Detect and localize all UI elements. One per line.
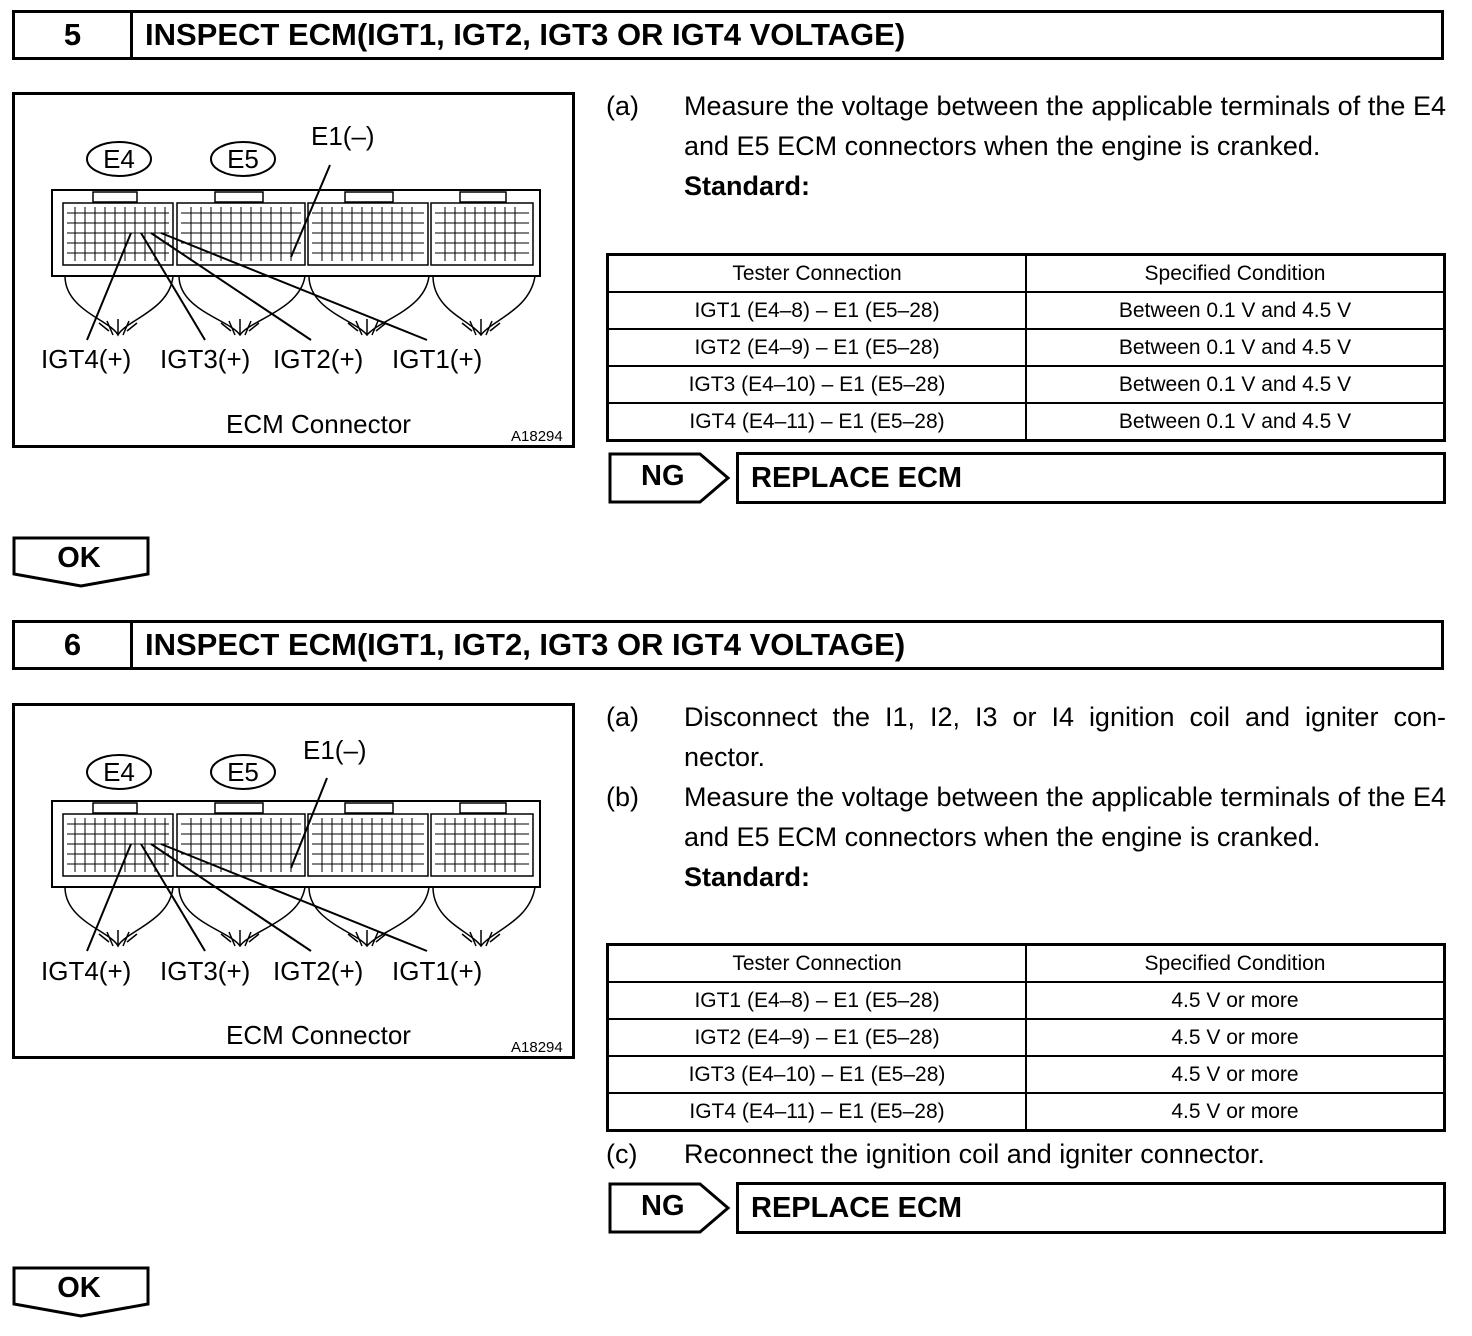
- ng-arrow-icon: [608, 1182, 731, 1234]
- table-header: Tester Connection: [606, 943, 1027, 983]
- ng-label: NG: [641, 460, 685, 492]
- standard-label: Standard:: [684, 171, 811, 201]
- step-5-header: 5 INSPECT ECM(IGT1, IGT2, IGT3 OR IGT4 V…: [12, 10, 1444, 60]
- spec-table: Tester Connection Specified Condition IG…: [606, 943, 1446, 1132]
- table-cell: 4.5 V or more: [1025, 981, 1446, 1020]
- figure-caption: ECM Connector: [226, 1020, 411, 1050]
- table-cell: IGT2 (E4–9) – E1 (E5–28): [606, 328, 1027, 367]
- standard-label: Standard:: [684, 862, 811, 892]
- table-cell: IGT2 (E4–9) – E1 (E5–28): [606, 1018, 1027, 1057]
- label-e5: E5: [227, 757, 259, 787]
- label-igt3: IGT3(+): [160, 344, 250, 374]
- label-igt2: IGT2(+): [273, 956, 363, 986]
- table-row: IGT3 (E4–10) – E1 (E5–28) Between 0.1 V …: [606, 365, 1446, 404]
- ng-action: REPLACE ECM: [736, 1182, 1446, 1234]
- label-igt4: IGT4(+): [41, 956, 131, 986]
- ng-action: REPLACE ECM: [736, 452, 1446, 504]
- figure-code: A18294: [511, 1039, 563, 1056]
- figure-caption: ECM Connector: [226, 409, 411, 439]
- instructions: (a) Measure the voltage between the appl…: [606, 86, 1446, 206]
- step-text: Disconnect the I1, I2, I3 or I4 ignition…: [684, 702, 1446, 772]
- e4-oval: [86, 754, 152, 790]
- table-cell: Between 0.1 V and 4.5 V: [1025, 402, 1446, 442]
- ok-label: OK: [57, 542, 101, 574]
- ng-result: NG REPLACE ECM: [608, 452, 1446, 504]
- ng-result: NG REPLACE ECM: [608, 1182, 1446, 1234]
- connector-housing: [51, 189, 541, 277]
- figure-code: A18294: [511, 428, 563, 445]
- step-text: Reconnect the ignition coil and igniter …: [684, 1139, 1265, 1169]
- instructions: (a) Disconnect the I1, I2, I3 or I4 igni…: [606, 697, 1446, 897]
- e5-oval: [210, 754, 276, 790]
- label-e4: E4: [103, 144, 135, 174]
- table-cell: 4.5 V or more: [1025, 1055, 1446, 1094]
- label-igt4: IGT4(+): [41, 344, 131, 374]
- step-title: INSPECT ECM(IGT1, IGT2, IGT3 OR IGT4 VOL…: [145, 627, 906, 662]
- connector-housing: [51, 800, 541, 888]
- step-label: (c): [606, 1139, 638, 1169]
- step-label: (a): [606, 91, 639, 121]
- step-number: 6: [15, 623, 133, 667]
- e4-oval: [86, 141, 152, 177]
- e5-oval: [210, 141, 276, 177]
- step-title: INSPECT ECM(IGT1, IGT2, IGT3 OR IGT4 VOL…: [145, 17, 906, 52]
- label-igt1: IGT1(+): [392, 344, 482, 374]
- table-row: IGT2 (E4–9) – E1 (E5–28) 4.5 V or more: [606, 1018, 1446, 1057]
- ok-result: OK: [12, 536, 150, 588]
- ng-label: NG: [641, 1190, 685, 1222]
- table-header: Specified Condition: [1025, 253, 1446, 293]
- step-text: Measure the voltage between the applicab…: [684, 782, 1446, 852]
- label-e1: E1(–): [311, 121, 375, 151]
- label-igt1: IGT1(+): [392, 956, 482, 986]
- instructions-after: (c) Reconnect the ignition coil and igni…: [606, 1134, 1446, 1174]
- table-row: IGT4 (E4–11) – E1 (E5–28) 4.5 V or more: [606, 1092, 1446, 1132]
- table-cell: IGT1 (E4–8) – E1 (E5–28): [606, 981, 1027, 1020]
- table-cell: 4.5 V or more: [1025, 1092, 1446, 1132]
- step-item: (b) Measure the voltage between the appl…: [606, 777, 1446, 857]
- ok-result: OK: [12, 1266, 150, 1318]
- table-cell: IGT4 (E4–11) – E1 (E5–28): [606, 1092, 1027, 1132]
- table-cell: IGT3 (E4–10) – E1 (E5–28): [606, 365, 1027, 404]
- step-6-header: 6 INSPECT ECM(IGT1, IGT2, IGT3 OR IGT4 V…: [12, 620, 1444, 670]
- table-cell: IGT4 (E4–11) – E1 (E5–28): [606, 402, 1027, 442]
- table-row: IGT2 (E4–9) – E1 (E5–28) Between 0.1 V a…: [606, 328, 1446, 367]
- table-header-row: Tester Connection Specified Condition: [606, 943, 1446, 983]
- step-number: 5: [15, 13, 133, 57]
- ecm-connector-figure: E4 E5 E1(–) IGT4(+) IGT3(+) IGT2(+) IGT1…: [12, 92, 575, 448]
- step-label: (a): [606, 702, 639, 732]
- label-e4: E4: [103, 757, 135, 787]
- label-igt3: IGT3(+): [160, 956, 250, 986]
- table-header: Specified Condition: [1025, 943, 1446, 983]
- table-header: Tester Connection: [606, 253, 1027, 293]
- table-cell: IGT3 (E4–10) – E1 (E5–28): [606, 1055, 1027, 1094]
- ecm-connector-figure: E4 E5 E1(–) IGT4(+) IGT3(+) IGT2(+) IGT1…: [12, 703, 575, 1059]
- step-text: Measure the voltage between the applicab…: [684, 91, 1446, 161]
- ecm-connector-diagram: E4 E5 E1(–) IGT4(+) IGT3(+) IGT2(+) IGT1…: [41, 121, 563, 445]
- step-label: (b): [606, 782, 639, 812]
- ok-arrow-icon: [12, 1266, 150, 1318]
- table-cell: IGT1 (E4–8) – E1 (E5–28): [606, 291, 1027, 330]
- step-item: (a) Disconnect the I1, I2, I3 or I4 igni…: [606, 697, 1446, 777]
- step-item: (c) Reconnect the ignition coil and igni…: [606, 1134, 1446, 1174]
- label-e1: E1(–): [303, 735, 367, 765]
- ng-arrow-icon: [608, 452, 731, 504]
- table-row: IGT4 (E4–11) – E1 (E5–28) Between 0.1 V …: [606, 402, 1446, 442]
- spec-table: Tester Connection Specified Condition IG…: [606, 253, 1446, 442]
- ok-arrow-icon: [12, 536, 150, 588]
- table-cell: Between 0.1 V and 4.5 V: [1025, 365, 1446, 404]
- table-header-row: Tester Connection Specified Condition: [606, 253, 1446, 293]
- label-e5: E5: [227, 144, 259, 174]
- table-row: IGT1 (E4–8) – E1 (E5–28) 4.5 V or more: [606, 981, 1446, 1020]
- label-igt2: IGT2(+): [273, 344, 363, 374]
- table-row: IGT3 (E4–10) – E1 (E5–28) 4.5 V or more: [606, 1055, 1446, 1094]
- step-item: (a) Measure the voltage between the appl…: [606, 86, 1446, 166]
- table-cell: 4.5 V or more: [1025, 1018, 1446, 1057]
- ecm-connector-diagram: E4 E5 E1(–) IGT4(+) IGT3(+) IGT2(+) IGT1…: [41, 735, 563, 1056]
- table-cell: Between 0.1 V and 4.5 V: [1025, 328, 1446, 367]
- table-cell: Between 0.1 V and 4.5 V: [1025, 291, 1446, 330]
- table-row: IGT1 (E4–8) – E1 (E5–28) Between 0.1 V a…: [606, 291, 1446, 330]
- ok-label: OK: [57, 1272, 101, 1304]
